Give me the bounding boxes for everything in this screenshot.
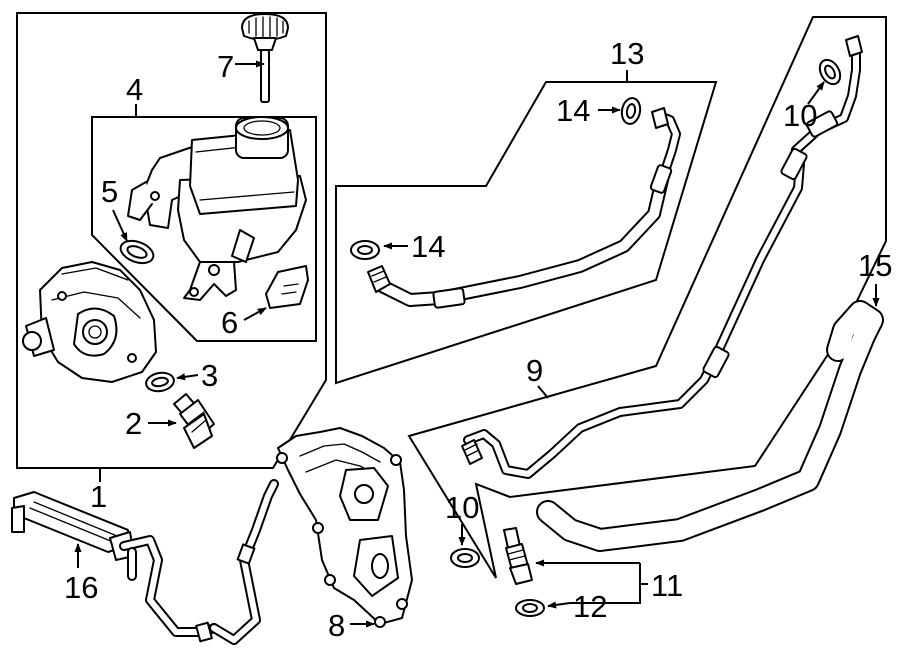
leader-11-12-bracket: [570, 563, 641, 604]
leader-10-upper: [807, 81, 825, 105]
callout-6: 6: [221, 305, 238, 340]
o-ring-10-upper: [818, 58, 842, 86]
callout-1: 1: [90, 479, 107, 514]
mounting-bracket-8: [276, 427, 413, 628]
leader-9: [537, 385, 549, 399]
callout-15: 15: [858, 248, 892, 283]
callout-11: 11: [651, 568, 683, 603]
callout-10-upper: 10: [783, 98, 817, 133]
leader-lines: [74, 60, 880, 628]
callout-9: 9: [526, 353, 543, 388]
callout-12: 12: [573, 589, 607, 624]
o-ring-12: [515, 599, 545, 617]
group-1-frame: [16, 12, 327, 469]
callout-13: 13: [610, 36, 644, 71]
callout-14-upper: 14: [556, 93, 590, 128]
callout-5: 5: [101, 174, 118, 209]
callout-3: 3: [201, 358, 218, 393]
o-ring-10-lower: [450, 548, 480, 568]
fitting-2: [173, 393, 215, 449]
o-ring-3: [145, 371, 175, 393]
callout-8: 8: [328, 608, 345, 643]
callouts: 7 4 5 6 3 2 1 16 8 13 14 14 9 10 10 15 1…: [64, 36, 892, 643]
callout-7: 7: [217, 49, 234, 84]
leader-3: [176, 373, 199, 381]
reservoir: [127, 116, 307, 301]
fitting-11: [503, 527, 533, 585]
leader-5: [112, 209, 128, 242]
pressure-hose-13: [367, 107, 681, 309]
callout-2: 2: [125, 406, 142, 441]
callout-16: 16: [64, 570, 98, 605]
callout-10-lower: 10: [445, 490, 479, 525]
callout-4: 4: [126, 72, 143, 107]
leader-12: [547, 601, 571, 609]
cooler-16: [11, 491, 219, 637]
o-ring-14-upper: [620, 97, 642, 125]
reservoir-cap: [241, 13, 289, 103]
cooler-line: [195, 479, 279, 645]
leader-6: [243, 307, 267, 321]
o-ring-5: [119, 239, 155, 265]
bracket-6: [265, 265, 309, 309]
return-line-9: [461, 35, 863, 479]
return-hose-15: [536, 300, 884, 552]
power-steering-pump: [22, 261, 157, 383]
callout-14-lower: 14: [411, 229, 445, 264]
o-ring-14-lower: [350, 240, 380, 260]
group-13-frame: [335, 70, 718, 385]
